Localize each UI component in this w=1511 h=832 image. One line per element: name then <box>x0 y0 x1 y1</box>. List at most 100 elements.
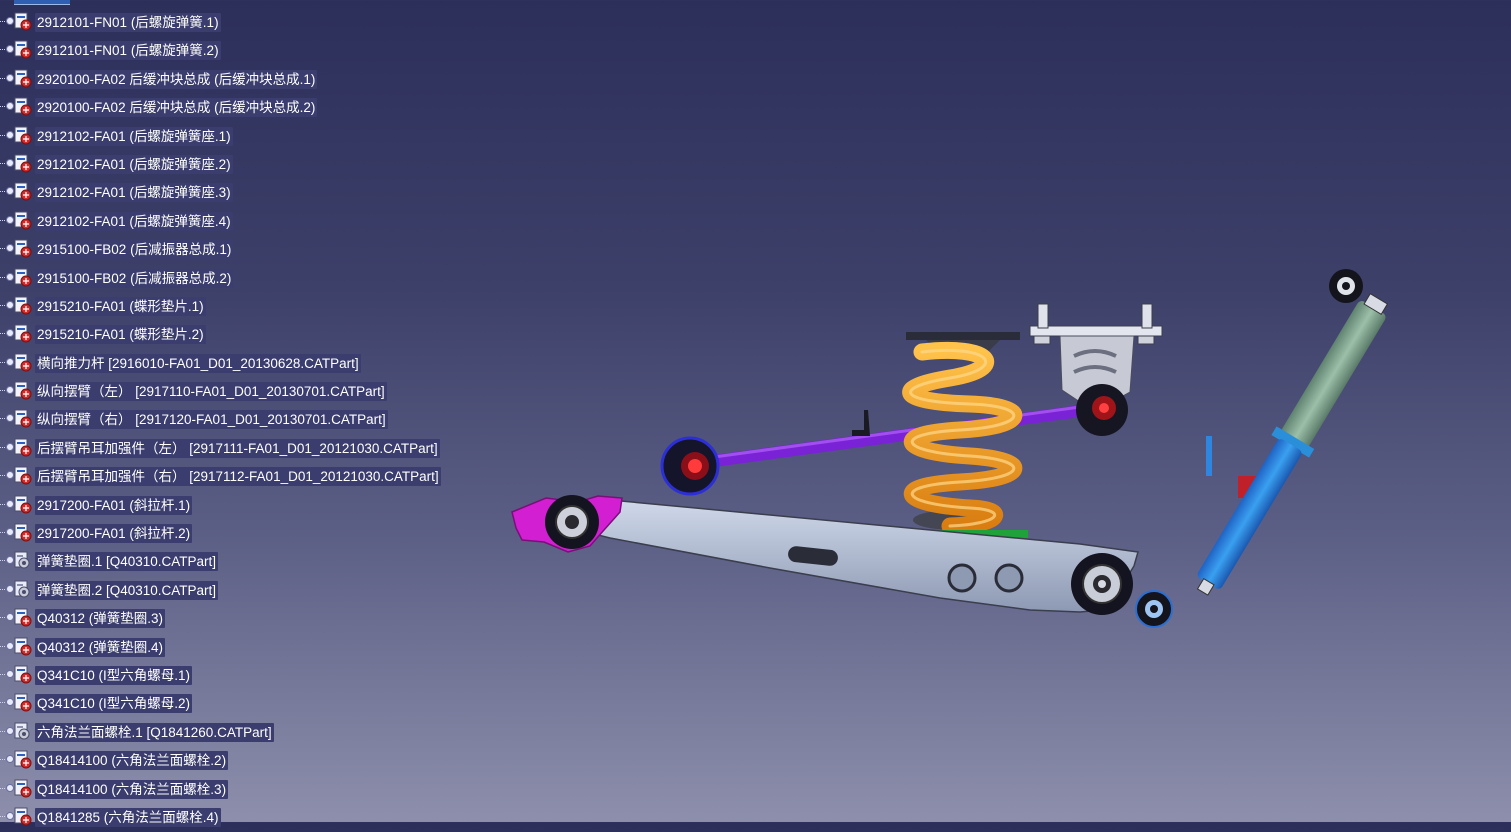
part-icon[interactable] <box>12 380 34 401</box>
tree-expand-node[interactable] <box>6 158 14 167</box>
part-icon[interactable] <box>12 494 34 515</box>
part-icon[interactable] <box>12 692 34 713</box>
tree-item-label[interactable]: 2912102-FA01 (后螺旋弹簧座.2) <box>35 154 233 174</box>
tree-item-label[interactable]: 2912102-FA01 (后螺旋弹簧座.3) <box>35 183 233 203</box>
part-gear-icon[interactable] <box>12 550 34 571</box>
trailing-arm[interactable] <box>577 499 1139 615</box>
tree-item-label[interactable]: Q341C10 (I型六角螺母.1) <box>35 665 193 685</box>
tree-item[interactable]: 后摆臂吊耳加强件（左） [2917111-FA01_D01_20121030.C… <box>0 434 470 462</box>
tree-item[interactable]: Q341C10 (I型六角螺母.2) <box>0 689 470 717</box>
tree-expand-node[interactable] <box>6 272 14 281</box>
tree-item[interactable]: 2915100-FB02 (后减振器总成.2) <box>0 264 470 292</box>
tree-item-label[interactable]: Q18414100 (六角法兰面螺栓.3) <box>35 779 229 799</box>
tree-item-label[interactable]: 2917200-FA01 (斜拉杆.2) <box>35 524 193 544</box>
part-icon[interactable] <box>12 664 34 685</box>
part-icon[interactable] <box>12 11 34 32</box>
tree-expand-node[interactable] <box>6 45 14 54</box>
tree-item-label[interactable]: 2915100-FB02 (后减振器总成.1) <box>35 240 234 260</box>
tree-item[interactable]: 纵向摆臂（右） [2917120-FA01_D01_20130701.CATPa… <box>0 405 470 433</box>
tree-expand-node[interactable] <box>6 528 14 537</box>
tree-item-label[interactable]: 2912102-FA01 (后螺旋弹簧座.1) <box>35 126 233 146</box>
tree-item-label[interactable]: Q40312 (弹簧垫圈.3) <box>35 609 166 629</box>
tree-expand-node[interactable] <box>6 499 14 508</box>
coil-spring[interactable] <box>902 341 1028 538</box>
part-icon[interactable] <box>12 125 34 146</box>
tree-item[interactable]: Q18414100 (六角法兰面螺栓.3) <box>0 775 470 803</box>
tree-item-label[interactable]: Q341C10 (I型六角螺母.2) <box>35 694 193 714</box>
tree-item[interactable]: 2915210-FA01 (蝶形垫片.2) <box>0 320 470 348</box>
part-icon[interactable] <box>12 210 34 231</box>
upper-mount-bracket[interactable] <box>1029 303 1163 403</box>
tree-item[interactable]: 2912101-FN01 (后螺旋弹簧.1) <box>0 8 470 36</box>
tree-item-label[interactable]: 弹簧垫圈.1 [Q40310.CATPart] <box>35 552 219 572</box>
tree-item-label[interactable]: 2920100-FA02 后缓冲块总成 (后缓冲块总成.2) <box>35 98 318 118</box>
3d-viewport[interactable] <box>470 0 1511 822</box>
part-icon[interactable] <box>12 181 34 202</box>
tree-item-label[interactable]: 纵向摆臂（左） [2917110-FA01_D01_20130701.CATPa… <box>35 382 387 402</box>
tree-item[interactable]: Q341C10 (I型六角螺母.1) <box>0 661 470 689</box>
tree-expand-node[interactable] <box>6 414 14 423</box>
tree-item-label[interactable]: 2912102-FA01 (后螺旋弹簧座.4) <box>35 211 233 231</box>
tree-item-label[interactable]: 2915100-FB02 (后减振器总成.2) <box>35 268 234 288</box>
part-icon[interactable] <box>12 68 34 89</box>
tree-item-label[interactable]: 纵向摆臂（右） [2917120-FA01_D01_20130701.CATPa… <box>35 410 388 430</box>
tree-item[interactable]: 2917200-FA01 (斜拉杆.2) <box>0 519 470 547</box>
part-icon[interactable] <box>12 96 34 117</box>
panhard-rod[interactable] <box>660 384 1128 496</box>
tree-item[interactable]: 2912101-FN01 (后螺旋弹簧.2) <box>0 36 470 64</box>
tree-expand-node[interactable] <box>6 698 14 707</box>
tree-item-label[interactable]: 2915210-FA01 (蝶形垫片.1) <box>35 296 206 316</box>
tree-expand-node[interactable] <box>6 811 14 820</box>
tree-expand-node[interactable] <box>6 726 14 735</box>
tree-item[interactable]: Q40312 (弹簧垫圈.3) <box>0 604 470 632</box>
tree-expand-node[interactable] <box>6 755 14 764</box>
tree-item-label[interactable]: 2912101-FN01 (后螺旋弹簧.2) <box>35 41 221 61</box>
tree-item[interactable]: 2912102-FA01 (后螺旋弹簧座.3) <box>0 178 470 206</box>
tree-expand-node[interactable] <box>6 130 14 139</box>
tree-item[interactable]: Q18414100 (六角法兰面螺栓.2) <box>0 746 470 774</box>
tree-item-label[interactable]: 六角法兰面螺栓.1 [Q1841260.CATPart] <box>35 722 274 742</box>
part-icon[interactable] <box>12 778 34 799</box>
tree-item[interactable]: 纵向摆臂（左） [2917110-FA01_D01_20130701.CATPa… <box>0 377 470 405</box>
tree-item[interactable]: 弹簧垫圈.2 [Q40310.CATPart] <box>0 576 470 604</box>
tree-item[interactable]: 横向推力杆 [2916010-FA01_D01_20130628.CATPart… <box>0 349 470 377</box>
tree-item[interactable]: 2912102-FA01 (后螺旋弹簧座.1) <box>0 122 470 150</box>
part-icon[interactable] <box>12 323 34 344</box>
tree-item-label[interactable]: 2917200-FA01 (斜拉杆.1) <box>35 495 193 515</box>
tree-expand-node[interactable] <box>6 357 14 366</box>
part-icon[interactable] <box>12 437 34 458</box>
tree-item-label[interactable]: 2912101-FN01 (后螺旋弹簧.1) <box>35 13 221 32</box>
part-icon[interactable] <box>12 607 34 628</box>
tree-item-label[interactable]: 后摆臂吊耳加强件（左） [2917111-FA01_D01_20121030.C… <box>35 438 440 458</box>
tree-item[interactable]: 2920100-FA02 后缓冲块总成 (后缓冲块总成.2) <box>0 93 470 121</box>
tree-expand-node[interactable] <box>6 669 14 678</box>
tree-expand-node[interactable] <box>6 102 14 111</box>
tree-expand-node[interactable] <box>6 215 14 224</box>
part-icon[interactable] <box>12 749 34 770</box>
suspension-model[interactable] <box>470 0 1511 822</box>
part-icon[interactable] <box>12 39 34 60</box>
tree-expand-node[interactable] <box>6 556 14 565</box>
tree-item-label[interactable]: 弹簧垫圈.2 [Q40310.CATPart] <box>35 580 219 600</box>
part-icon[interactable] <box>12 636 34 657</box>
tree-item-label[interactable]: 后摆臂吊耳加强件（右） [2917112-FA01_D01_20121030.C… <box>35 467 441 487</box>
part-icon[interactable] <box>12 238 34 259</box>
shock-absorber[interactable] <box>1135 269 1398 628</box>
tree-item[interactable]: 2915210-FA01 (蝶形垫片.1) <box>0 292 470 320</box>
tree-expand-node[interactable] <box>6 442 14 451</box>
tree-item-label[interactable]: Q1841285 (六角法兰面螺栓.4) <box>35 807 221 827</box>
tree-expand-node[interactable] <box>6 386 14 395</box>
part-icon[interactable] <box>12 465 34 486</box>
tree-expand-node[interactable] <box>6 244 14 253</box>
tree-item-label[interactable]: 2920100-FA02 后缓冲块总成 (后缓冲块总成.1) <box>35 69 318 89</box>
tree-item-label[interactable]: Q40312 (弹簧垫圈.4) <box>35 637 166 657</box>
tree-item-label[interactable]: 横向推力杆 [2916010-FA01_D01_20130628.CATPart… <box>35 353 361 373</box>
tree-expand-node[interactable] <box>6 783 14 792</box>
specification-tree[interactable]: 2912101-FN01 (后螺旋弹簧.1) 2912101-FN01 (后螺旋弹… <box>0 8 470 831</box>
tree-expand-node[interactable] <box>6 17 14 25</box>
tree-item[interactable]: 2915100-FB02 (后减振器总成.1) <box>0 235 470 263</box>
part-icon[interactable] <box>12 352 34 373</box>
tree-expand-node[interactable] <box>6 641 14 650</box>
tree-expand-node[interactable] <box>6 187 14 196</box>
tree-item[interactable]: 六角法兰面螺栓.1 [Q1841260.CATPart] <box>0 718 470 746</box>
